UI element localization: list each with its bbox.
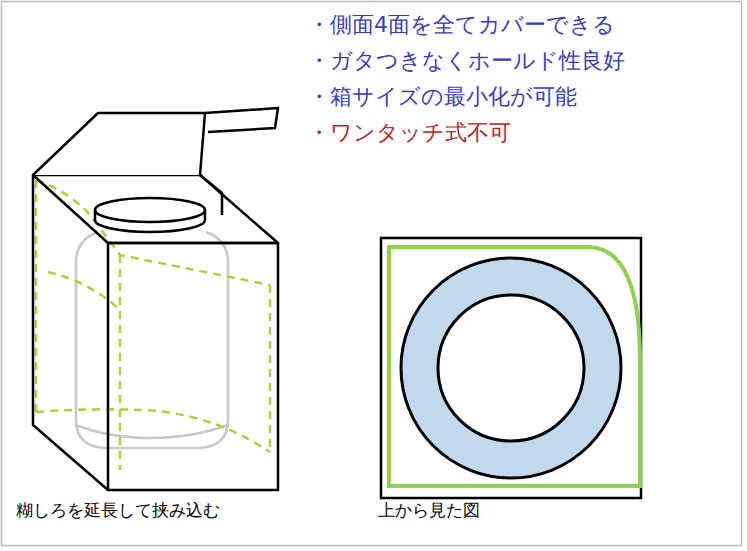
feature-note: ・箱サイズの最小化が可能 (308, 84, 577, 110)
feature-note: ・ガタつきなくホールド性良好 (308, 48, 625, 74)
frame (2, 2, 742, 546)
glue-flap-top-view (389, 247, 640, 486)
feature-note: ・側面4面を全てカバーできる (308, 12, 615, 38)
jar-inner (438, 295, 584, 441)
box-top-view (381, 238, 641, 498)
box (33, 108, 278, 490)
figure-caption: 糊しろを延長して挟み込む (16, 500, 220, 520)
feature-note: ・ワンタッチ式不可 (308, 120, 511, 146)
jar-outer (401, 258, 621, 478)
jar-cap (95, 198, 205, 232)
jar-ring (420, 277, 602, 459)
figure-caption: 上から見た図 (378, 500, 480, 520)
